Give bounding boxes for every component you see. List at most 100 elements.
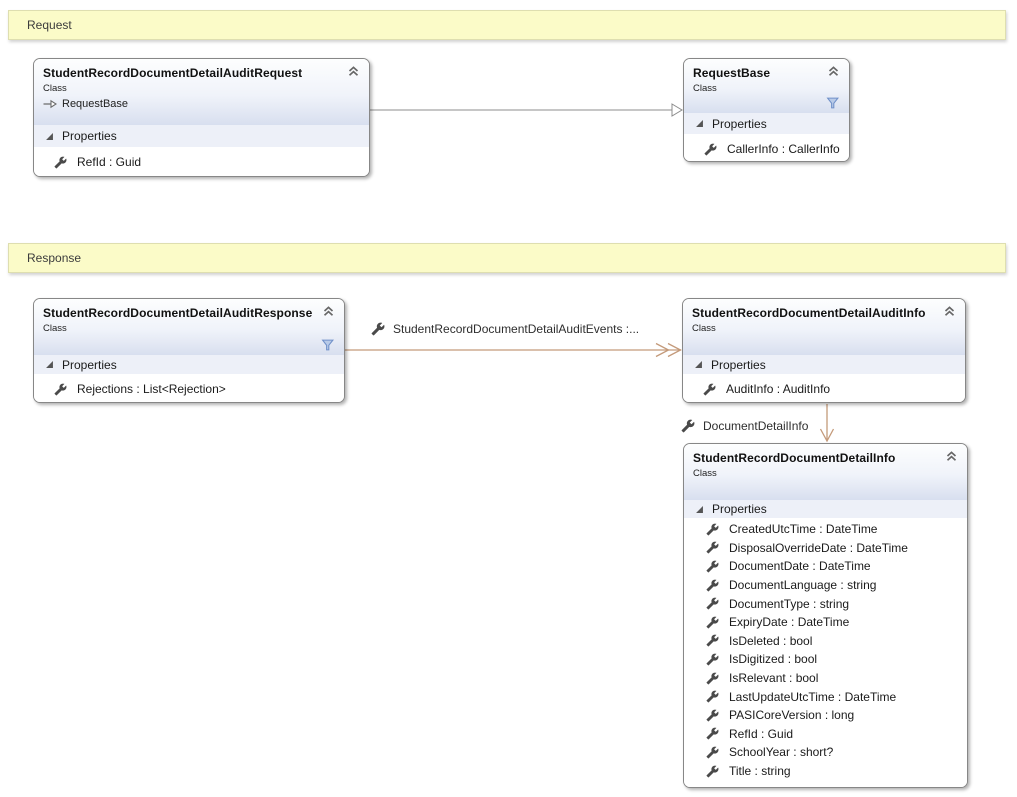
wrench-icon xyxy=(706,746,719,759)
wrench-icon xyxy=(706,653,719,666)
wrench-icon xyxy=(706,523,719,536)
property-text: ExpiryDate : DateTime xyxy=(729,615,850,630)
inheritance-connector[interactable] xyxy=(370,103,683,117)
property-row[interactable]: RefId : Guid xyxy=(34,149,369,175)
class-header: RequestBase Class xyxy=(684,59,849,113)
expander-triangle-icon[interactable] xyxy=(695,119,704,128)
wrench-icon xyxy=(706,765,719,778)
collapse-chevron-icon[interactable] xyxy=(322,305,335,317)
class-box-audit-info[interactable]: StudentRecordDocumentDetailAuditInfo Cla… xyxy=(682,298,966,403)
properties-label: Properties xyxy=(62,357,117,372)
property-row[interactable]: CreatedUtcTime : DateTime xyxy=(684,520,967,539)
class-title: StudentRecordDocumentDetailInfo xyxy=(693,451,896,465)
inherits-base-label: RequestBase xyxy=(62,98,129,110)
collapse-chevron-icon[interactable] xyxy=(945,450,958,462)
stereotype-label: Class xyxy=(692,323,716,334)
property-text: IsRelevant : bool xyxy=(729,671,819,686)
property-text: IsDigitized : bool xyxy=(729,652,818,667)
wrench-icon xyxy=(706,579,719,592)
class-header: StudentRecordDocumentDetailAuditRequest … xyxy=(34,59,369,125)
properties-label: Properties xyxy=(711,357,766,372)
properties-label: Properties xyxy=(62,129,117,143)
property-row[interactable]: CallerInfo : CallerInfo xyxy=(684,136,849,161)
property-text: LastUpdateUtcTime : DateTime xyxy=(729,689,897,704)
association-connector-document-detail[interactable] xyxy=(819,404,835,443)
wrench-icon xyxy=(706,560,719,573)
properties-header[interactable]: Properties xyxy=(684,500,967,518)
property-text: DocumentType : string xyxy=(729,596,850,611)
property-text: DocumentDate : DateTime xyxy=(729,559,871,574)
class-header: StudentRecordDocumentDetailInfo Class xyxy=(684,444,967,500)
class-box-request-base[interactable]: RequestBase Class Properties CallerInfo … xyxy=(683,58,850,162)
property-row[interactable]: RefId : Guid xyxy=(684,725,967,744)
property-row[interactable]: IsDigitized : bool xyxy=(684,650,967,669)
property-text: CreatedUtcTime : DateTime xyxy=(729,522,878,537)
property-text: Rejections : List<Rejection> xyxy=(77,382,226,396)
wrench-icon xyxy=(706,634,719,647)
property-row[interactable]: PASICoreVersion : long xyxy=(684,706,967,725)
section-banner-request[interactable]: Request xyxy=(8,10,1006,40)
wrench-icon xyxy=(681,419,695,433)
class-header: StudentRecordDocumentDetailAuditResponse… xyxy=(34,299,344,355)
class-box-audit-request[interactable]: StudentRecordDocumentDetailAuditRequest … xyxy=(33,58,370,177)
property-text: DocumentLanguage : string xyxy=(729,578,877,593)
property-row[interactable]: DocumentType : string xyxy=(684,594,967,613)
properties-list: CreatedUtcTime : DateTime DisposalOverri… xyxy=(684,518,967,787)
section-banner-label: Response xyxy=(27,251,82,265)
property-row[interactable]: Rejections : List<Rejection> xyxy=(34,376,344,402)
wrench-icon xyxy=(704,143,717,156)
properties-header[interactable]: Properties xyxy=(683,355,965,374)
expander-triangle-icon[interactable] xyxy=(45,132,54,141)
property-row[interactable]: DisposalOverrideDate : DateTime xyxy=(684,539,967,558)
expander-triangle-icon[interactable] xyxy=(45,360,54,369)
wrench-icon xyxy=(54,156,67,169)
wrench-icon xyxy=(706,727,719,740)
wrench-icon xyxy=(371,322,385,336)
filter-icon[interactable] xyxy=(826,97,839,109)
property-text: DisposalOverrideDate : DateTime xyxy=(729,540,908,555)
expander-triangle-icon[interactable] xyxy=(694,360,703,369)
wrench-icon xyxy=(703,383,716,396)
properties-header[interactable]: Properties xyxy=(684,113,849,134)
properties-list: Rejections : List<Rejection> xyxy=(34,374,344,402)
stereotype-label: Class xyxy=(693,468,717,479)
property-text: RefId : Guid xyxy=(77,155,142,169)
collapse-chevron-icon[interactable] xyxy=(943,305,956,317)
property-row[interactable]: AuditInfo : AuditInfo xyxy=(683,376,965,402)
property-row[interactable]: DocumentDate : DateTime xyxy=(684,557,967,576)
property-row[interactable]: ExpiryDate : DateTime xyxy=(684,613,967,632)
stereotype-label: Class xyxy=(43,83,67,94)
connector-label-audit-events[interactable]: StudentRecordDocumentDetailAuditEvents :… xyxy=(371,322,639,336)
property-row[interactable]: IsDeleted : bool xyxy=(684,632,967,651)
class-box-detail-info[interactable]: StudentRecordDocumentDetailInfo Class Pr… xyxy=(683,443,968,788)
wrench-icon xyxy=(706,597,719,610)
property-text: IsDeleted : bool xyxy=(729,633,813,648)
connector-label-document-detail[interactable]: DocumentDetailInfo xyxy=(681,419,808,433)
properties-list: RefId : Guid xyxy=(34,147,369,176)
section-banner-label: Request xyxy=(27,18,72,32)
class-title: StudentRecordDocumentDetailAuditInfo xyxy=(692,306,926,320)
class-box-audit-response[interactable]: StudentRecordDocumentDetailAuditResponse… xyxy=(33,298,345,403)
property-row[interactable]: LastUpdateUtcTime : DateTime xyxy=(684,687,967,706)
properties-header[interactable]: Properties xyxy=(34,125,369,147)
filter-icon[interactable] xyxy=(321,339,334,351)
properties-header[interactable]: Properties xyxy=(34,355,344,374)
association-connector-audit-events[interactable] xyxy=(345,342,682,358)
stereotype-label: Class xyxy=(693,83,717,94)
property-row[interactable]: DocumentLanguage : string xyxy=(684,576,967,595)
connector-label-text: StudentRecordDocumentDetailAuditEvents :… xyxy=(393,322,640,336)
class-header: StudentRecordDocumentDetailAuditInfo Cla… xyxy=(683,299,965,355)
expander-triangle-icon[interactable] xyxy=(695,505,704,514)
property-row[interactable]: IsRelevant : bool xyxy=(684,669,967,688)
collapse-chevron-icon[interactable] xyxy=(827,65,840,77)
property-row[interactable]: Title : string xyxy=(684,762,967,781)
property-row[interactable]: SchoolYear : short? xyxy=(684,743,967,762)
wrench-icon xyxy=(706,672,719,685)
wrench-icon xyxy=(706,690,719,703)
connector-label-text: DocumentDetailInfo xyxy=(703,419,809,433)
section-banner-response[interactable]: Response xyxy=(8,243,1006,273)
property-text: AuditInfo : AuditInfo xyxy=(726,382,831,396)
collapse-chevron-icon[interactable] xyxy=(347,65,360,77)
stereotype-label: Class xyxy=(43,323,67,334)
